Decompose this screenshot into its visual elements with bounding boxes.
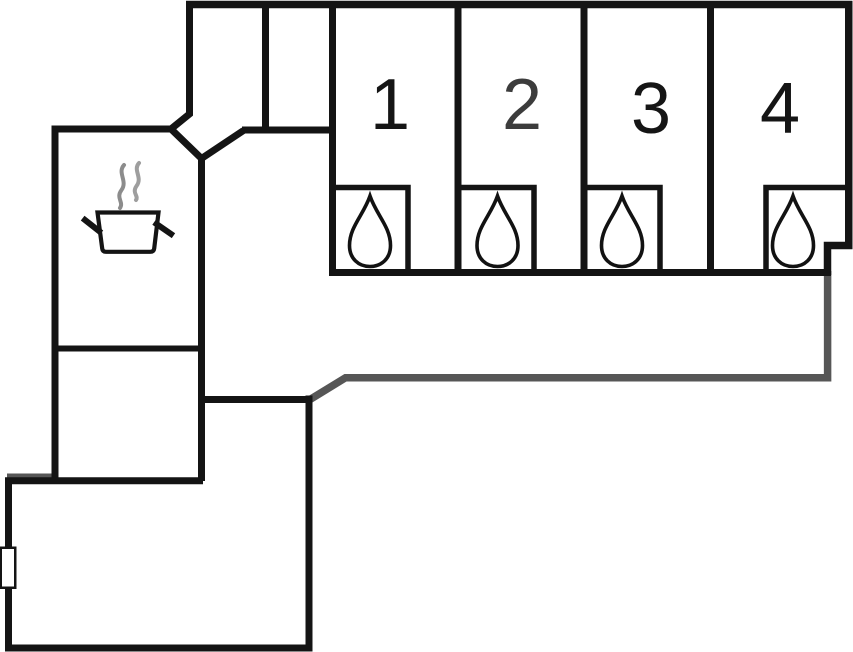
water-drop-room2: [475, 190, 520, 269]
entry-left-wall: [55, 2, 193, 133]
wet-box-room3: [584, 184, 663, 273]
room-label-2: 2: [501, 65, 543, 145]
outer-wall-top-right: [186, 0, 853, 275]
pot-handle-left: [80, 215, 104, 236]
bottom-room-walls: [5, 395, 313, 652]
door-marker: [0, 546, 17, 589]
kitchen-right-wall: [168, 126, 205, 481]
water-drop-room1: [347, 190, 393, 269]
cooking-pot-icon: [80, 210, 176, 254]
wet-box-room1: [332, 184, 411, 273]
water-drop-room4: [770, 190, 816, 269]
steam-icon: [117, 161, 141, 210]
room-label-1: 1: [369, 65, 411, 145]
pot-body: [95, 210, 161, 254]
door-marker-rect: [0, 546, 17, 589]
room-label-3: 3: [630, 69, 672, 149]
wet-box-room2: [458, 184, 537, 273]
water-drop-room3: [599, 190, 645, 269]
corridor-shadow-walls: [7, 271, 832, 478]
walls: [5, 0, 853, 652]
corridor-diagonal-wall: [199, 127, 246, 162]
wet-box-room4: [763, 184, 849, 273]
steam-wave-left: [117, 163, 126, 210]
water-drop-icon: [347, 190, 816, 269]
corridor-wall-gray: [308, 271, 832, 403]
steam-wave-right: [132, 161, 141, 202]
room-label-4: 4: [759, 69, 801, 149]
